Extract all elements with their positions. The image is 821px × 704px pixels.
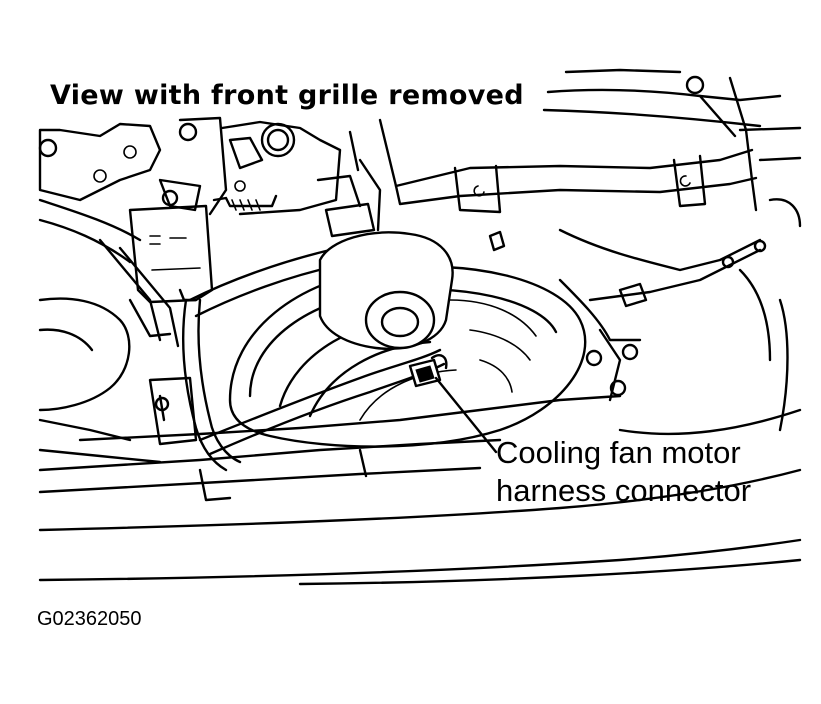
fan-motor	[316, 174, 454, 350]
callout-leader-line	[434, 376, 498, 454]
right-side-structure	[558, 198, 802, 432]
figure-title: View with front grille removed	[50, 80, 524, 111]
lower-bumper	[38, 394, 802, 586]
figure-id: G02362050	[37, 608, 142, 630]
callout-line-2: harness connector	[496, 473, 752, 508]
upper-body-panel	[542, 68, 802, 212]
callout-line-1: Cooling fan motor	[496, 435, 741, 470]
left-upper-brackets	[38, 116, 342, 216]
radiator-core-support	[348, 118, 758, 232]
connector-callout-label: Cooling fan motor harness connector	[496, 434, 751, 510]
harness-connector	[408, 354, 448, 388]
